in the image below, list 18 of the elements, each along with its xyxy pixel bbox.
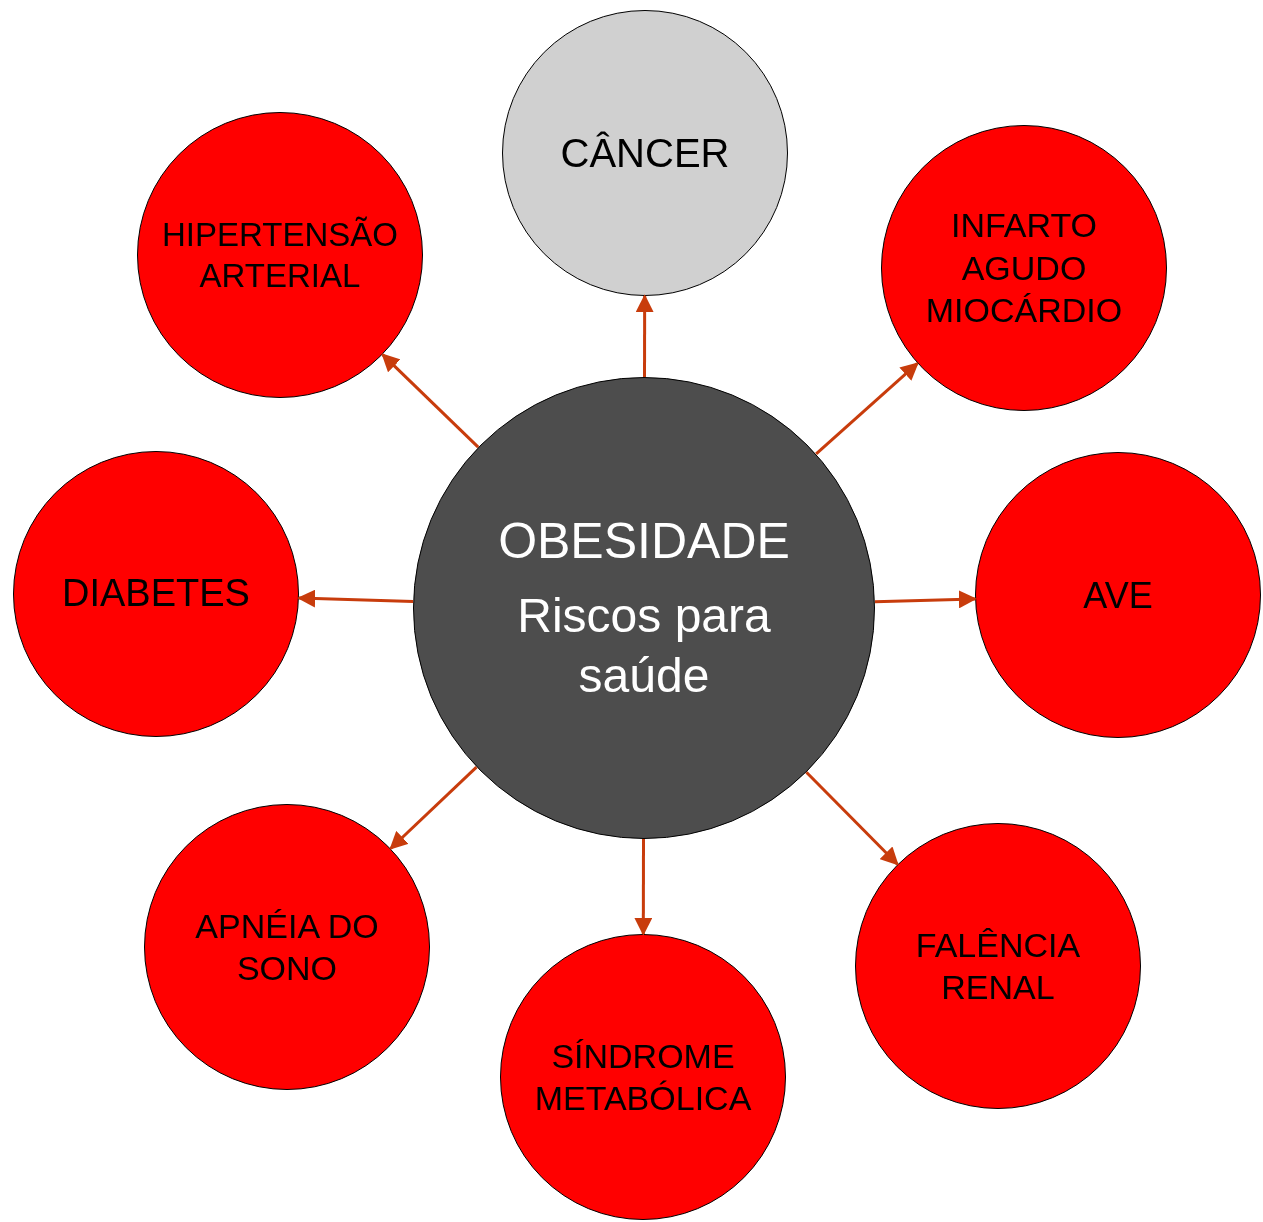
arrow [635,294,654,377]
risk-label: INFARTO AGUDO MIOCÁRDIO [924,205,1124,332]
risk-label: SÍNDROME METABÓLICA [533,1035,753,1119]
risk-label: DIABETES [62,571,250,617]
arrow [634,839,653,936]
risk-label: FALÊNCIA RENAL [914,924,1082,1008]
arrow [874,590,977,609]
arrow [805,771,899,866]
arrow [381,353,480,449]
arrow [815,362,919,456]
risk-label: CÂNCER [560,130,730,177]
central-subtitle: Riscos para saúde [516,588,772,705]
risk-label: HIPERTENSÃO ARTERIAL [161,214,399,296]
risk-label: APNÉIA DO SONO [194,905,380,989]
arrow [389,765,478,850]
central-title: OBESIDADE [498,511,790,571]
risk-label: AVE [1083,573,1153,618]
arrow [297,589,414,608]
